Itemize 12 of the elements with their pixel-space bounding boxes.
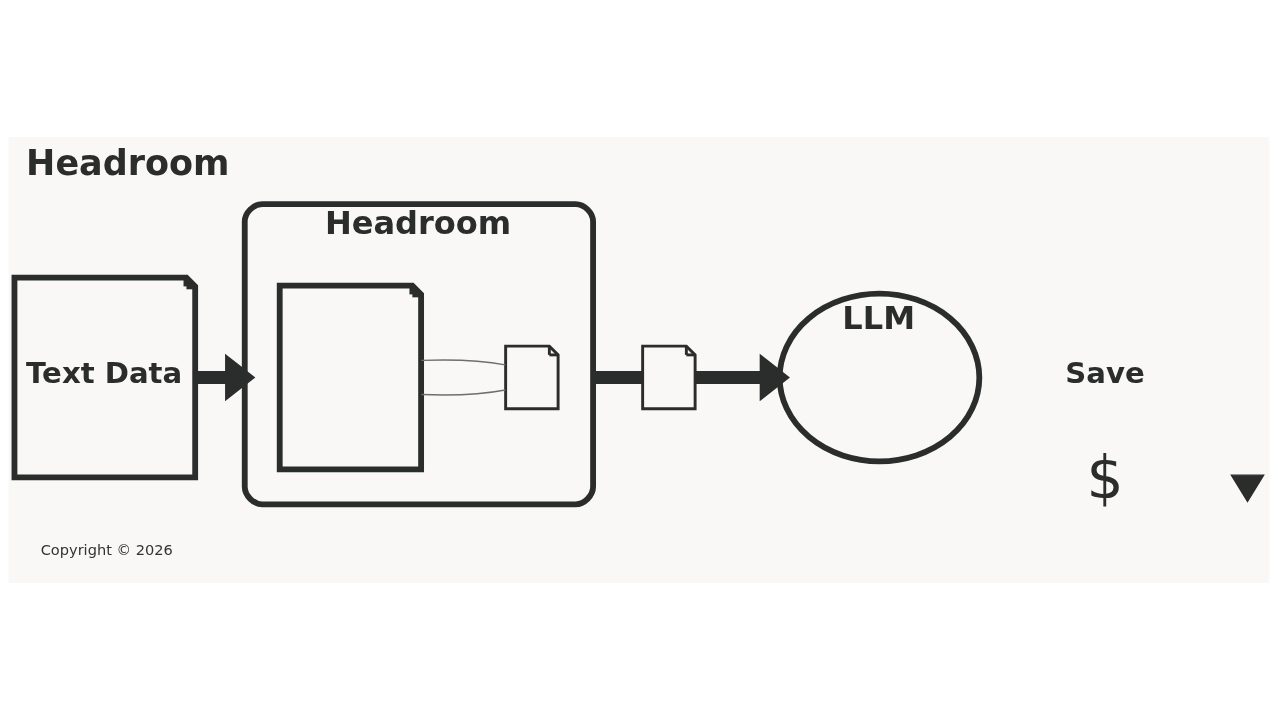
diagram-title: Headroom [26,143,230,184]
node-arrow [1230,474,1265,503]
connector [420,359,507,366]
connector [593,370,643,385]
cluster: Headroom [241,201,596,508]
label: Save [1065,356,1145,391]
connector [420,389,507,396]
arrow [695,353,790,402]
label: Copyright © 2026 [40,540,173,558]
label: $ [1086,444,1124,513]
arrow [195,353,256,402]
node-ellipse: LLM [776,290,983,465]
